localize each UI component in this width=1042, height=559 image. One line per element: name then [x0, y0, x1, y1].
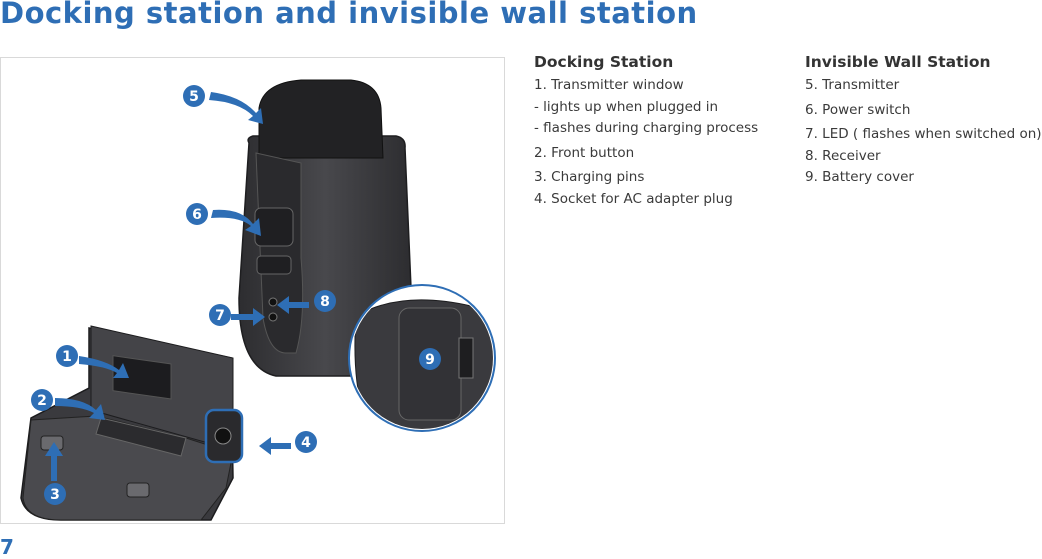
svg-text:7: 7	[215, 308, 225, 324]
docking-item: 3. Charging pins	[534, 169, 645, 185]
wall-item: 6. Power switch	[805, 101, 911, 118]
callout-9: 9	[419, 348, 441, 370]
docking-item: - flashes during charging process	[534, 120, 759, 136]
wall-item: 7. LED ( flashes when switched on)	[805, 126, 1042, 142]
wall-station-heading: Invisible Wall Station	[805, 53, 991, 71]
svg-text:8: 8	[320, 294, 330, 310]
wall-item: 8. Receiver	[805, 147, 881, 164]
callout-1: 1	[56, 345, 78, 367]
docking-item: 2. Front button	[534, 144, 635, 161]
callout-6: 6	[186, 203, 208, 225]
svg-text:5: 5	[189, 89, 199, 105]
callout-5: 5	[183, 85, 205, 107]
invisible-wall-station	[238, 79, 412, 377]
docking-item: 4. Socket for AC adapter plug	[534, 190, 733, 207]
wall-item: 9. Battery cover	[805, 169, 914, 185]
svg-text:6: 6	[192, 207, 202, 223]
wall-station-legend: Invisible Wall Station 5. Transmitter 6.…	[805, 53, 1042, 189]
callout-3: 3	[44, 483, 66, 505]
svg-text:2: 2	[37, 393, 47, 409]
page-number: 7	[0, 535, 14, 559]
callout-7: 7	[209, 304, 231, 326]
svg-text:3: 3	[50, 487, 60, 503]
callout-2: 2	[31, 389, 53, 411]
docking-item: 1. Transmitter window	[534, 77, 684, 93]
svg-text:4: 4	[301, 435, 311, 451]
wall-item: 5. Transmitter	[805, 77, 900, 93]
device-diagram: 5 6 7 8 1 2 3 4 9	[20, 79, 496, 521]
callout-8: 8	[314, 290, 336, 312]
svg-text:1: 1	[62, 349, 72, 365]
callout-arrows	[45, 92, 309, 481]
callout-4: 4	[295, 431, 317, 453]
docking-item: - lights up when plugged in	[534, 98, 719, 115]
docking-station-heading: Docking Station	[534, 53, 674, 71]
docking-station-legend: Docking Station 1. Transmitter window - …	[534, 53, 758, 210]
svg-text:9: 9	[425, 352, 435, 368]
docking-station	[20, 325, 244, 521]
page-title: Docking station and invisible wall stati…	[0, 0, 698, 30]
device-illustration: 5 6 7 8 1 2 3 4 9	[0, 57, 505, 524]
